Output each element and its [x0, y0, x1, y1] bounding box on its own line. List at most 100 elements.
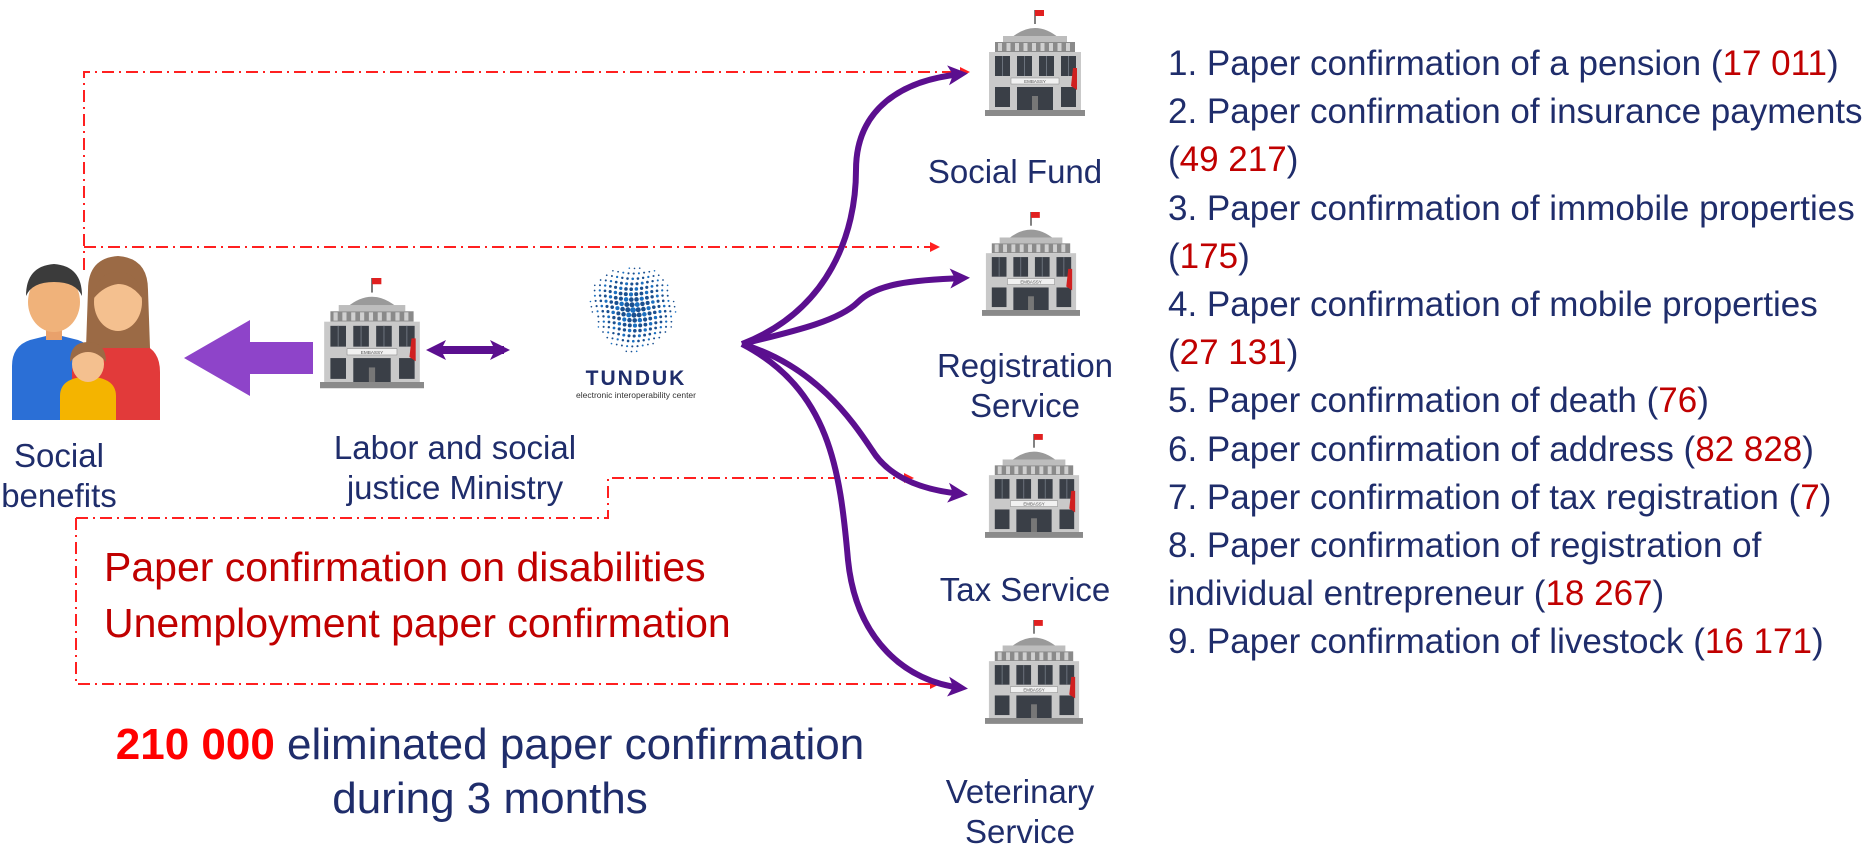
logo-dot [634, 287, 639, 291]
building-icon-registration: EMBASSY [982, 212, 1080, 316]
logo-dot [623, 297, 629, 302]
logo-dot [610, 305, 615, 309]
logo-dot [630, 282, 634, 286]
logo-dot [643, 328, 647, 332]
logo-dot [641, 344, 644, 347]
logo-dot [631, 345, 634, 348]
logo-dot [607, 320, 611, 324]
logo-dot [633, 328, 637, 333]
logo-dot [619, 286, 623, 290]
logo-dot [617, 270, 620, 273]
logo-dot [599, 299, 603, 303]
paper-flow-lines [75, 67, 970, 689]
logo-dot [667, 299, 670, 302]
logo-dot [643, 333, 647, 337]
logo-dot [652, 342, 654, 345]
logo-dot [636, 345, 639, 348]
logo-dot [628, 292, 634, 297]
service-label-registration: Registration Service [936, 347, 1114, 424]
logo-dot [618, 296, 624, 301]
summary-text: eliminated paper confirmation [274, 720, 865, 769]
confirmation-count: 17 011 [1722, 44, 1827, 83]
logo-dot [604, 299, 608, 303]
logo-dot [638, 323, 643, 328]
logo-dot [625, 307, 631, 313]
logo-dot [616, 338, 619, 341]
logo-dot [608, 284, 612, 288]
logo-dot [621, 276, 624, 280]
logo-dot [661, 284, 664, 287]
confirmation-count: 7 [1800, 477, 1820, 517]
logo-dot [639, 296, 644, 301]
logo-dot [639, 291, 644, 296]
logo-dot [621, 339, 625, 342]
logo-dot [606, 310, 610, 314]
logo-dot [623, 292, 628, 297]
logo-dot [602, 331, 604, 333]
logo-dot [612, 326, 616, 330]
confirmation-count: 27 131 [1179, 333, 1287, 373]
hub-arrow-veterinary [740, 341, 968, 697]
hub-arrow-tax [741, 341, 968, 503]
logo-dot [644, 290, 649, 295]
logo-dot [627, 328, 632, 333]
logo-dot [620, 306, 625, 312]
logo-dot [648, 332, 652, 336]
logo-dot [607, 325, 611, 329]
confirmation-item: 7. Paper confirmation of tax registratio… [1168, 477, 1832, 517]
logo-dot [640, 301, 645, 307]
logo-dot [617, 327, 621, 331]
logo-dot [656, 279, 659, 282]
logo-dot [605, 274, 608, 277]
logo-dot [640, 281, 644, 285]
logo-dot [589, 300, 592, 303]
logo-dot [622, 333, 626, 337]
logo-dot [624, 302, 630, 308]
ministry-document-disabilities: Paper confirmation on disabilities [104, 544, 706, 590]
confirmation-count: 16 171 [1704, 622, 1812, 662]
logo-dot [663, 309, 667, 313]
logo-dot [672, 300, 675, 303]
logo-dot [643, 322, 648, 327]
logo-dot [629, 297, 634, 302]
logo-dot [611, 310, 615, 315]
logo-dot [609, 279, 613, 283]
logo-dot [642, 317, 648, 322]
logo-dot [634, 297, 639, 302]
logo-dot [637, 334, 641, 338]
logo-dot [633, 267, 636, 270]
logo-dot [610, 274, 613, 277]
logo-dot [632, 272, 635, 275]
family-icon [12, 256, 160, 420]
logo-dot [608, 290, 612, 294]
logo-dot [632, 323, 638, 328]
building-plate-label: EMBASSY [1023, 688, 1044, 693]
logo-dot [626, 339, 630, 343]
paper-line-tax [76, 473, 914, 519]
logo-dot [659, 325, 663, 329]
logo-dot [617, 321, 622, 326]
logo-dot [631, 339, 635, 343]
logo-dot [625, 282, 629, 286]
logo-dot [625, 350, 628, 353]
logo-dot [668, 305, 671, 308]
logo-dot [650, 284, 654, 288]
logo-dot [626, 312, 632, 318]
logo-dot [593, 289, 596, 292]
tunduk-name: TUNDUK [585, 367, 687, 390]
logo-dot [605, 304, 609, 308]
logo-dot [657, 304, 661, 308]
logo-dot [661, 294, 664, 297]
logo-dot [636, 312, 642, 318]
logo-dot [593, 294, 596, 297]
logo-dot [614, 285, 618, 289]
logo-dot [635, 282, 639, 286]
logo-dot [670, 320, 673, 323]
logo-dot [655, 284, 659, 287]
building-plate-label: EMBASSY [1023, 502, 1044, 507]
logo-dot [599, 279, 602, 281]
service-label-veterinary: Veterinary Service [945, 773, 1095, 850]
logo-dot [637, 317, 643, 323]
building-plate-label: EMBASSY [361, 350, 384, 355]
